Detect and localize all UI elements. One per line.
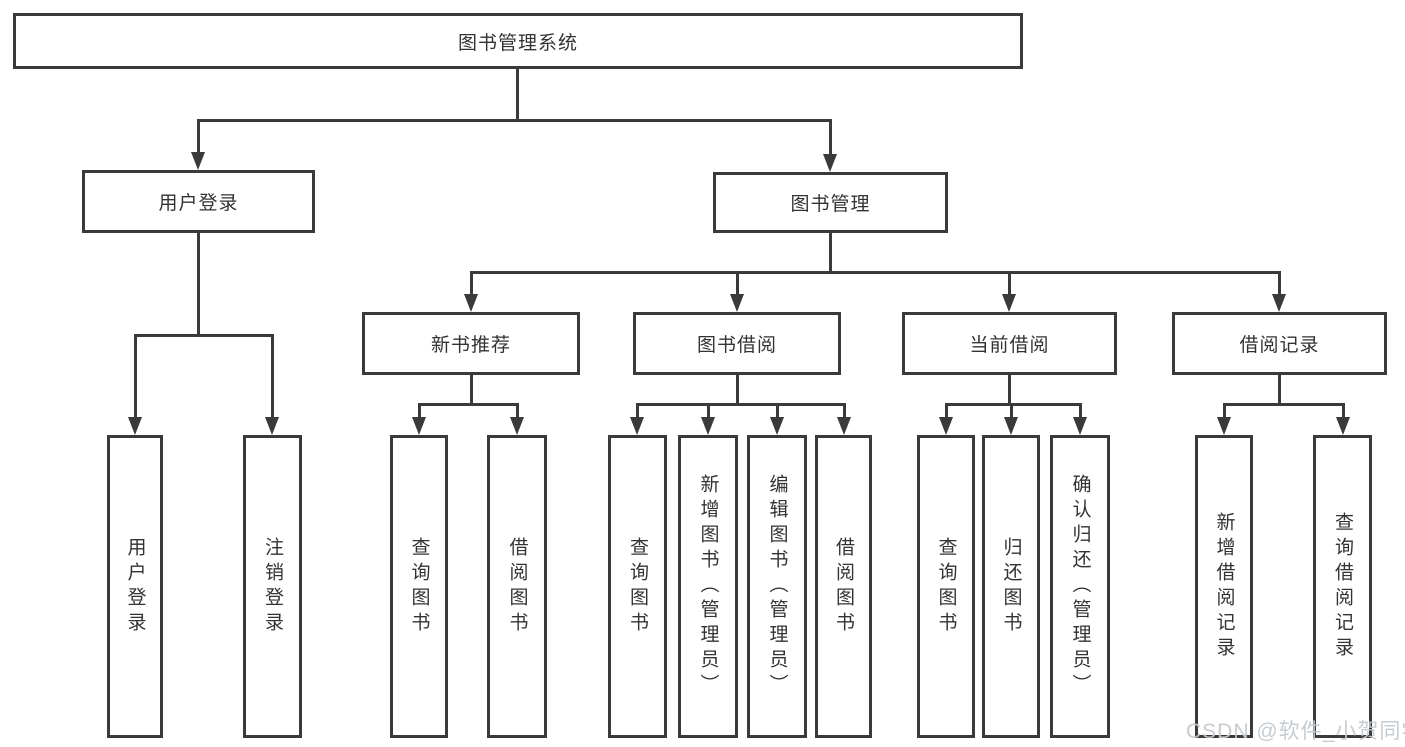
connector-line: [736, 375, 739, 406]
node-book-management: 图书管理: [713, 172, 948, 233]
node-current-borrowing: 当前借阅: [902, 312, 1117, 375]
connector-line: [945, 403, 948, 420]
connector-line: [516, 69, 519, 122]
arrow-down-icon: [1073, 417, 1087, 435]
connector-line: [1223, 403, 1345, 406]
connector-line: [1342, 403, 1345, 420]
connector-line: [1079, 403, 1082, 420]
connector-line: [197, 119, 832, 122]
node-leaf-add-books-admin: 新增图书（管理员）: [678, 435, 738, 738]
connector-line: [707, 403, 710, 420]
csdn-watermark: CSDN @软件_小贺同学: [1186, 720, 1405, 743]
node-leaf-query-books-3: 查询图书: [917, 435, 975, 738]
connector-line: [636, 403, 846, 406]
arrow-down-icon: [939, 417, 953, 435]
arrow-down-icon: [464, 294, 478, 312]
arrow-down-icon: [630, 417, 644, 435]
node-leaf-confirm-return-admin: 确认归还（管理员）: [1050, 435, 1110, 738]
connector-line: [418, 403, 519, 406]
connector-line: [736, 271, 739, 297]
node-leaf-borrow-books-1: 借阅图书: [487, 435, 547, 738]
node-leaf-borrow-books-2: 借阅图书: [815, 435, 872, 738]
connector-line: [134, 334, 274, 337]
node-leaf-edit-books-admin: 编辑图书（管理员）: [747, 435, 807, 738]
connector-line: [1278, 375, 1281, 406]
arrow-down-icon: [128, 417, 142, 435]
arrow-down-icon: [1217, 417, 1231, 435]
connector-line: [829, 119, 832, 158]
arrow-down-icon: [770, 417, 784, 435]
arrow-down-icon: [730, 294, 744, 312]
connector-line: [470, 271, 473, 297]
connector-line: [1223, 403, 1226, 420]
node-root: 图书管理系统: [13, 13, 1023, 69]
connector-line: [1008, 271, 1011, 297]
arrow-down-icon: [510, 417, 524, 435]
node-new-book-recommend: 新书推荐: [362, 312, 580, 375]
connector-line: [1278, 271, 1281, 297]
arrow-down-icon: [1004, 417, 1018, 435]
connector-line: [636, 403, 639, 420]
connector-line: [1008, 375, 1011, 406]
connector-line: [197, 119, 200, 156]
node-borrowing-records: 借阅记录: [1172, 312, 1387, 375]
connector-line: [470, 271, 1281, 274]
arrow-down-icon: [1272, 294, 1286, 312]
connector-line: [843, 403, 846, 420]
arrow-down-icon: [701, 417, 715, 435]
node-leaf-add-borrow-record: 新增借阅记录: [1195, 435, 1253, 738]
arrow-down-icon: [191, 152, 205, 170]
arrow-down-icon: [265, 417, 279, 435]
arrow-down-icon: [412, 417, 426, 435]
connector-line: [1010, 403, 1013, 420]
node-leaf-query-books-2: 查询图书: [608, 435, 667, 738]
arrow-down-icon: [837, 417, 851, 435]
connector-line: [829, 233, 832, 274]
connector-line: [470, 375, 473, 406]
arrow-down-icon: [1336, 417, 1350, 435]
connector-line: [945, 403, 1082, 406]
arrow-down-icon: [1002, 294, 1016, 312]
node-leaf-query-borrow-record: 查询借阅记录: [1313, 435, 1372, 738]
node-user-login: 用户登录: [82, 170, 315, 233]
arrow-down-icon: [823, 154, 837, 172]
connector-line: [271, 334, 274, 420]
node-book-borrowing: 图书借阅: [633, 312, 841, 375]
connector-line: [776, 403, 779, 420]
node-leaf-return-books: 归还图书: [982, 435, 1040, 738]
connector-line: [197, 233, 200, 337]
node-leaf-query-books-1: 查询图书: [390, 435, 448, 738]
connector-line: [134, 334, 137, 420]
node-leaf-logout: 注销登录: [243, 435, 302, 738]
connector-line: [516, 403, 519, 420]
connector-line: [418, 403, 421, 420]
node-leaf-user-login: 用户登录: [107, 435, 163, 738]
